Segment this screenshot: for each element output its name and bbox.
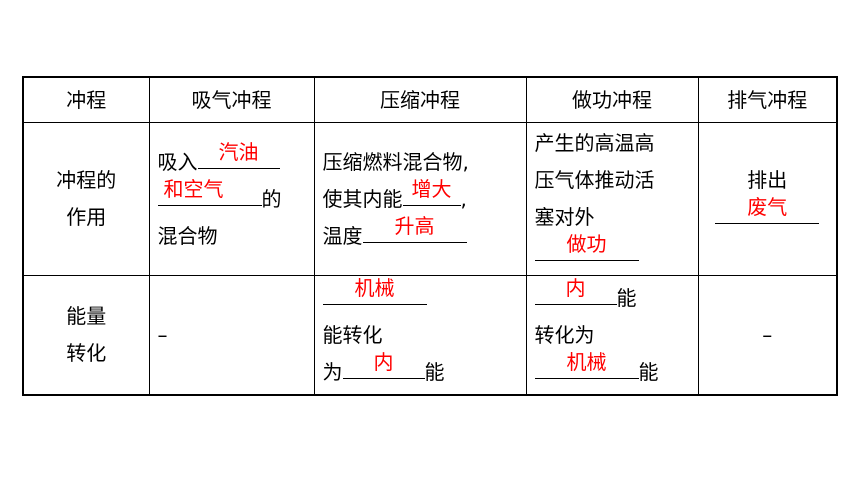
answer-rise: 升高 [394, 213, 435, 238]
compression-line2-prefix: 使其内能 [322, 186, 403, 211]
stroke-table: 冲程 吸气冲程 压缩冲程 做功冲程 排气冲程 冲程的 作用 吸入汽油 和空气的 … [22, 76, 838, 396]
power-energy-suffix-2: 能 [638, 359, 659, 384]
power-energy-line2: 转化为 [534, 322, 595, 347]
power-function-line3: 塞对外 [534, 205, 595, 229]
power-energy-blank-1: 内 [534, 278, 617, 305]
compression-line3-prefix: 温度 [322, 223, 363, 248]
compression-energy-prefix: 为 [322, 359, 343, 384]
exhaust-blank: 废气 [715, 197, 820, 224]
exhaust-energy-cell: – [697, 275, 838, 396]
power-function-line2: 压气体推动活 [534, 168, 655, 192]
compression-blank-2: 升高 [362, 216, 467, 243]
answer-increase: 增大 [411, 176, 452, 201]
answer-gasoline: 汽油 [218, 139, 259, 164]
function-row-label: 冲程的 作用 [22, 122, 150, 276]
answer-internal: 内 [373, 349, 394, 374]
compression-function-cell: 压缩燃料混合物, 使其内能增大, 温度 升高 [313, 122, 527, 276]
energy-row: 能量 转化 – 机械 能转化 为内能 内能 转化为 机械能 – [22, 275, 838, 396]
power-energy-line1: 内能 [534, 278, 698, 317]
compression-function-line1: 压缩燃料混合物, [322, 149, 469, 174]
compression-energy-cell: 机械 能转化 为 内 能 [313, 275, 527, 396]
header-intake-stroke: 吸气冲程 [148, 76, 315, 123]
exhaust-function-cell: 排出 废气 [697, 122, 838, 276]
intake-function-line3: 混合物 [157, 223, 218, 248]
answer-internal-2: 内 [565, 275, 586, 300]
compression-energy-suffix: 能 [424, 359, 445, 384]
intake-energy-cell: – [148, 275, 315, 396]
compression-energy-line1: 机械 [322, 278, 526, 317]
power-energy-suffix-1: 能 [616, 285, 637, 310]
power-energy-line3: 机械 能 [534, 352, 698, 391]
compression-blank-1: 增大 [402, 179, 461, 206]
energy-label-line1: 能量 [66, 304, 107, 328]
intake-function-line1: 吸入汽油 [157, 142, 314, 181]
power-energy-cell: 内能 转化为 机械能 [525, 275, 699, 396]
header-compression-stroke: 压缩冲程 [313, 76, 527, 123]
answer-do-work: 做功 [566, 232, 607, 256]
power-function-cell: 产生的高温高 压气体推动活 塞对外 做功 [525, 122, 699, 276]
compression-function-line3: 温度 升高 [322, 216, 526, 255]
header-stroke: 冲程 [22, 76, 150, 123]
exhaust-function-line2: 废气 [699, 197, 837, 236]
function-label-line2: 作用 [66, 205, 107, 229]
header-exhaust-stroke: 排气冲程 [697, 76, 838, 123]
exhaust-function-line1: 排出 [747, 168, 788, 192]
intake-function-cell: 吸入汽油 和空气 的 混合物 [148, 122, 315, 276]
compression-function-line2: 使其内能增大, [322, 179, 526, 218]
header-power-stroke: 做功冲程 [525, 76, 699, 123]
compression-energy-line2: 能转化 [322, 322, 383, 347]
compression-energy-blank-2: 内 [342, 352, 425, 379]
answer-and-air: 和空气 [163, 176, 224, 201]
power-blank: 做功 [534, 234, 639, 261]
compression-line2-suffix: , [460, 186, 467, 211]
answer-mechanical-2: 机械 [566, 349, 607, 374]
power-function-line1: 产生的高温高 [534, 131, 655, 155]
intake-blank-2: 和空气 [157, 179, 262, 206]
intake-blank-1: 汽油 [197, 142, 280, 169]
function-row: 冲程的 作用 吸入汽油 和空气 的 混合物 压缩燃料混合物, 使其内能增大, 温度… [22, 122, 838, 276]
header-row: 冲程 吸气冲程 压缩冲程 做功冲程 排气冲程 [22, 76, 838, 123]
compression-energy-line3: 为内能 [322, 352, 526, 391]
compression-energy-blank-1: 机械 [322, 278, 427, 305]
answer-exhaust-gas: 废气 [747, 195, 788, 219]
intake-suffix: 的 [261, 186, 282, 211]
intake-prefix: 吸入 [157, 149, 198, 174]
answer-mechanical: 机械 [354, 275, 395, 300]
power-function-line4: 做功 [534, 234, 698, 273]
function-label-line1: 冲程的 [56, 168, 117, 192]
intake-function-line2: 和空气 的 [157, 179, 314, 218]
energy-label-line2: 转化 [66, 341, 107, 365]
power-energy-blank-2: 机械 [534, 352, 639, 379]
energy-row-label: 能量 转化 [22, 275, 150, 396]
